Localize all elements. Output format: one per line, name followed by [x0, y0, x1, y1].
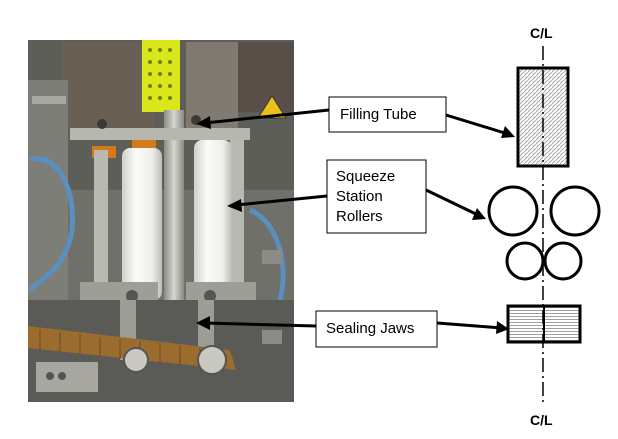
center-line-label-top: C/L [530, 25, 553, 41]
leader-squeeze-schematic [426, 190, 478, 215]
callout-label-filling-tube: Filling Tube [340, 106, 417, 123]
callout-label-sealing-jaws: Sealing Jaws [326, 320, 414, 337]
schematic-roller-upper-right [551, 187, 599, 235]
schematic-roller-lower-right [545, 243, 581, 279]
leader-filling-tube-schematic [446, 115, 508, 134]
callout-label-squeeze-line-2: Station [336, 188, 383, 205]
schematic-roller-upper-left [489, 187, 537, 235]
callout-filling-tube: Filling Tube [329, 97, 446, 132]
arrowhead-filling-tube-schematic [501, 126, 515, 138]
callout-label-squeeze-line-3: Rollers [336, 208, 383, 225]
callout-sealing-jaws: Sealing Jaws [316, 311, 437, 347]
callout-squeeze-rollers: Squeeze Station Rollers [327, 160, 426, 233]
center-line-label-bottom: C/L [530, 412, 553, 428]
machine-photo [28, 40, 294, 402]
leader-sealing-schematic [437, 323, 502, 328]
schematic: C/L C/L [489, 25, 599, 428]
callout-label-squeeze-line-1: Squeeze [336, 168, 395, 185]
schematic-roller-lower-left [507, 243, 543, 279]
